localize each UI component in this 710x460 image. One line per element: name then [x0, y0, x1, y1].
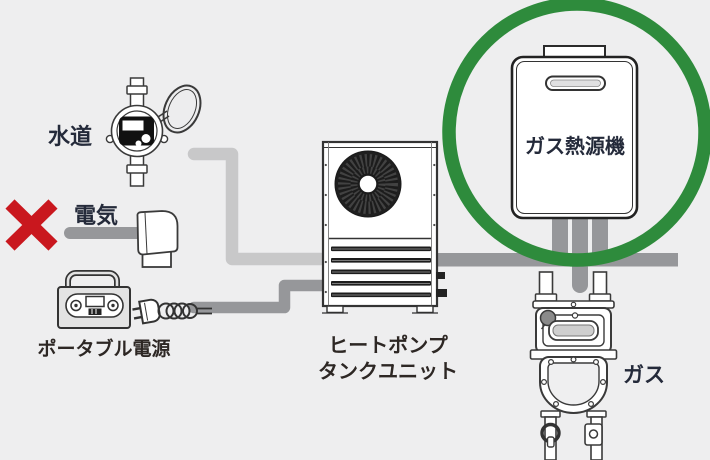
power-cable-pipe — [188, 279, 336, 314]
gas-heater-pipe-right — [592, 217, 608, 259]
water-supply-pipe — [187, 147, 337, 266]
electric-meter-icon — [136, 210, 179, 268]
power-plug-icon — [132, 298, 212, 325]
portable-power-station-icon — [57, 270, 131, 329]
fan-icon — [334, 150, 402, 218]
portable-power-label: ポータブル電源 — [37, 337, 170, 360]
water-label: 水道 — [48, 124, 92, 150]
heat-pump-label-line1: ヒートポンプ — [328, 333, 448, 357]
gas-heat-source-label: ガス熱源機 — [525, 134, 625, 158]
heat-pump-label-line2: タンクユニット — [318, 359, 458, 383]
water-meter-icon — [105, 77, 202, 187]
electric-supply-pipe — [64, 227, 144, 239]
gas-heater-pipe-left — [552, 217, 568, 259]
prohibited-x-icon — [5, 199, 58, 251]
gas-meter-icon — [529, 271, 618, 460]
gas-heat-source-unit-icon — [510, 45, 639, 220]
heat-pump-unit-icon — [321, 140, 447, 314]
green-highlight-circle — [442, 0, 710, 267]
gas-label: ガス — [623, 363, 665, 387]
electricity-label: 電気 — [74, 203, 118, 229]
